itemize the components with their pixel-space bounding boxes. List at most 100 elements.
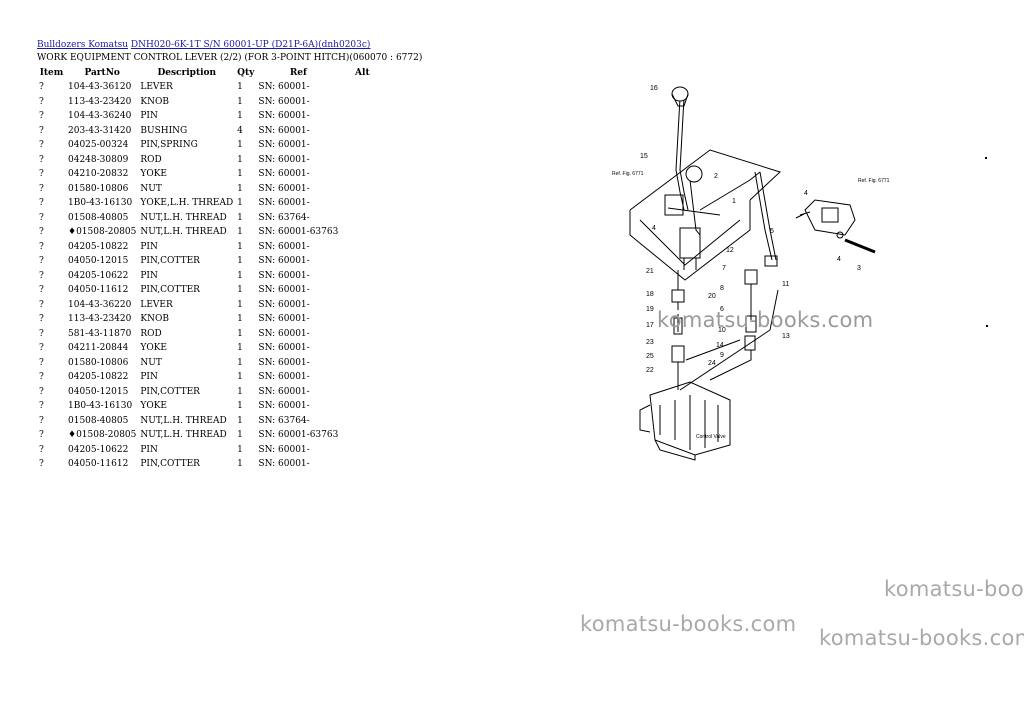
cell-ref: SN: 60001- <box>258 125 310 136</box>
cell-ref: SN: 60001- <box>258 372 310 383</box>
cell-qty: 4 <box>237 125 243 136</box>
cell-partno: 04205-10622 <box>68 270 129 281</box>
cell-alt <box>340 312 384 327</box>
cell-alt <box>340 211 384 226</box>
cell-qty: 1 <box>237 241 243 252</box>
cell-qty: 1 <box>237 430 243 441</box>
cell-partno: 104-43-36120 <box>68 82 132 93</box>
cell-ref: SN: 60001- <box>258 169 310 180</box>
breadcrumb-link-category[interactable]: Bulldozers Komatsu <box>37 40 129 50</box>
exploded-parts-diagram: 16 15 2 1 4 5 4 3 12 7 11 21 18 20 8 19 … <box>612 85 890 461</box>
cell-qty: 1 <box>237 169 243 180</box>
parts-list-panel: Bulldozers Komatsu DNH020-6K-1T S/N 6000… <box>37 39 597 472</box>
breadcrumb-link-model[interactable]: DNH020-6K-1T S/N 60001-UP (D21P-6A)(dnh0… <box>130 40 371 50</box>
cell-description: BUSHING <box>140 125 188 136</box>
cell-partno: 1B0-43-16130 <box>68 401 133 412</box>
cell-description: YOKE,L.H. THREAD <box>140 198 234 209</box>
cell-ref: SN: 60001- <box>258 154 310 165</box>
cell-qty: 1 <box>237 270 243 281</box>
cell-alt <box>340 356 384 371</box>
cell-item: ? <box>39 256 44 267</box>
cell-partno: 1B0-43-16130 <box>68 198 133 209</box>
callout-label: 11 <box>782 281 789 288</box>
cell-description: ROD <box>140 154 162 165</box>
cell-item: ? <box>39 183 44 194</box>
callout-label: 12 <box>726 247 734 254</box>
cell-ref: SN: 63764- <box>258 212 310 223</box>
cell-partno: 104-43-36240 <box>68 111 132 122</box>
cell-qty: 1 <box>237 154 243 165</box>
cell-description: NUT,L.H. THREAD <box>140 212 227 223</box>
cell-partno: 04205-10822 <box>68 372 129 383</box>
cell-description: LEVER <box>140 82 173 93</box>
cell-item: ? <box>39 212 44 223</box>
cell-qty: 1 <box>237 415 243 426</box>
cell-item: ? <box>39 111 44 122</box>
cell-ref: SN: 60001- <box>258 357 310 368</box>
callout-label: 9 <box>720 352 724 359</box>
cell-alt <box>340 196 384 211</box>
cell-item: ? <box>39 241 44 252</box>
diagram-note: Control Valve <box>696 434 726 440</box>
cell-partno: 04050-11612 <box>68 285 129 296</box>
cell-alt <box>340 182 384 197</box>
cell-ref: SN: 60001- <box>258 285 310 296</box>
cell-description: PIN <box>140 241 158 252</box>
cell-qty: 1 <box>237 328 243 339</box>
cell-item: ? <box>39 444 44 455</box>
cell-description: PIN,COTTER <box>140 386 200 397</box>
cell-description: PIN,COTTER <box>140 459 200 470</box>
cell-ref: SN: 60001- <box>258 328 310 339</box>
cell-alt <box>340 428 384 443</box>
cell-ref: SN: 60001-63763 <box>258 430 339 441</box>
cell-description: NUT,L.H. THREAD <box>140 415 227 426</box>
stray-mark <box>986 325 988 327</box>
cell-qty: 1 <box>237 314 243 325</box>
cell-ref: SN: 60001- <box>258 241 310 252</box>
column-header-description: Description <box>157 68 217 78</box>
cell-item: ? <box>39 227 44 238</box>
cell-alt <box>340 443 384 458</box>
page-title: WORK EQUIPMENT CONTROL LEVER (2/2) (FOR … <box>37 53 423 63</box>
cell-partno: 581-43-11870 <box>68 328 132 339</box>
callout-label: 24 <box>708 360 716 367</box>
cell-ref: SN: 60001- <box>258 140 310 151</box>
cell-description: PIN <box>140 372 158 383</box>
cell-alt <box>340 138 384 153</box>
cell-qty: 1 <box>237 227 243 238</box>
cell-item: ? <box>39 372 44 383</box>
callout-label: 13 <box>782 333 790 340</box>
cell-description: YOKE <box>140 401 167 412</box>
callout-label: 17 <box>646 322 654 329</box>
cell-qty: 1 <box>237 212 243 223</box>
cell-ref: SN: 60001- <box>258 401 310 412</box>
diagram-callouts: 16 15 2 1 4 5 4 3 12 7 11 21 18 20 8 19 … <box>612 85 890 440</box>
cell-alt <box>340 341 384 356</box>
cell-alt <box>340 269 384 284</box>
watermark: komatsu-books.com <box>819 626 1024 650</box>
cell-description: PIN <box>140 111 158 122</box>
cell-item: ? <box>39 270 44 281</box>
table-header-row: Item PartNo Description Qty Ref Alt <box>37 66 384 80</box>
cell-ref: SN: 60001- <box>258 96 310 107</box>
watermark: komatsu-books.com <box>580 612 797 636</box>
cell-item: ? <box>39 328 44 339</box>
callout-label: 22 <box>646 367 654 374</box>
cell-alt <box>340 225 384 240</box>
